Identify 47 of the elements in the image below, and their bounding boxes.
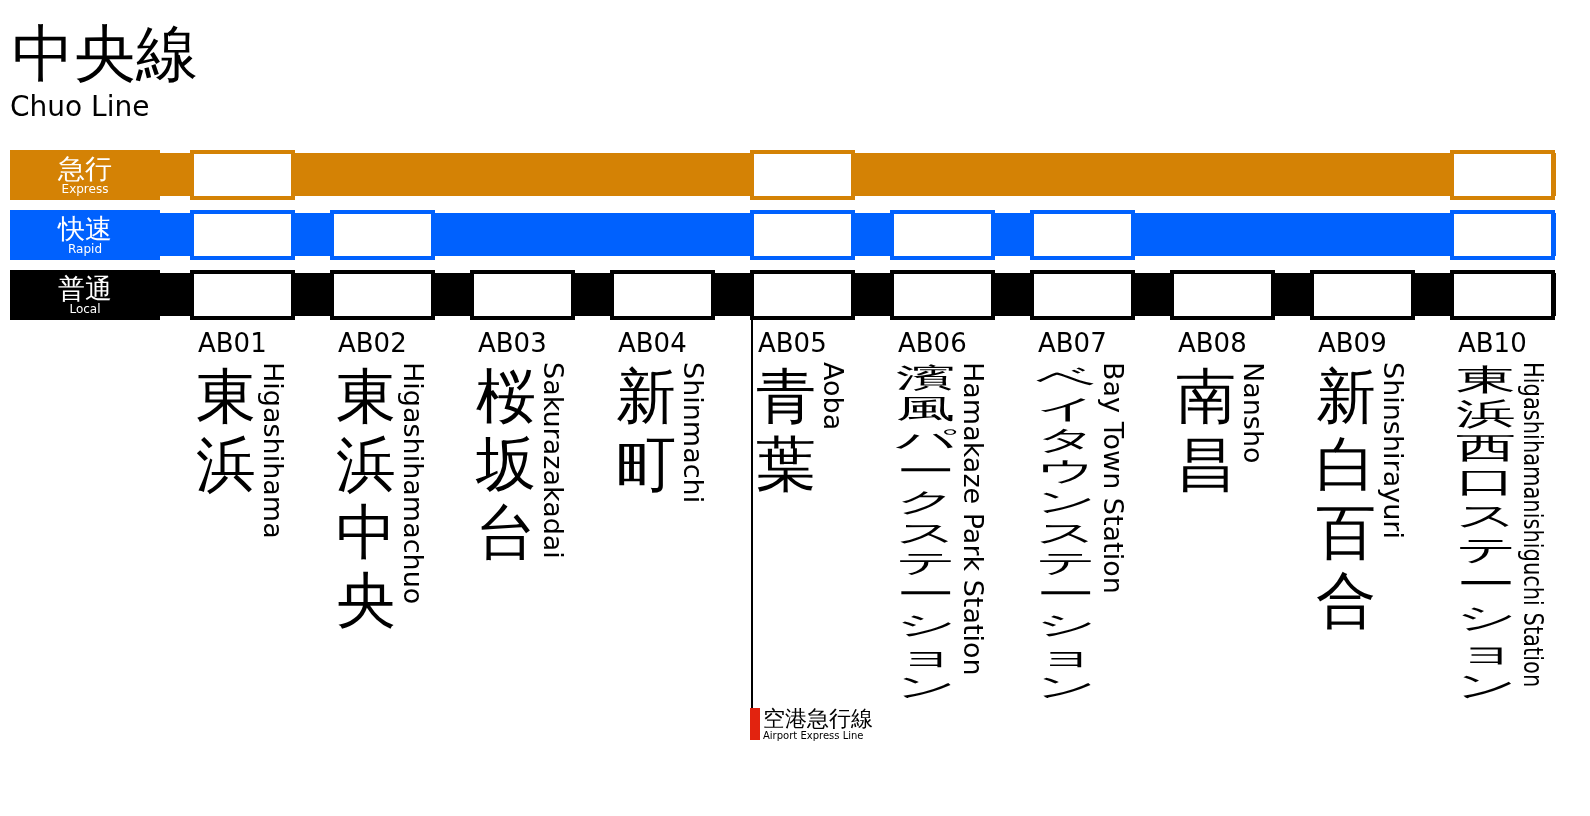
stop-box — [1450, 150, 1555, 200]
service-name-english: Express — [61, 183, 109, 195]
station-name-romaji: Bay Town Station — [1099, 362, 1128, 594]
station-name: 青葉 — [755, 362, 817, 498]
station-name-romaji: Higashihama — [259, 362, 288, 539]
station-name-romaji: Hamakaze Park Station — [959, 362, 988, 676]
connecting-line-name-english: Airport Express Line — [763, 731, 864, 741]
page-title: 中央線 — [12, 20, 198, 89]
stop-box — [1450, 210, 1555, 260]
connector-line — [751, 319, 753, 709]
connecting-line-name: 空港急行線 — [763, 708, 873, 730]
station-number: AB03 — [478, 330, 547, 356]
station-name-romaji: Aoba — [819, 362, 848, 431]
station-number: AB05 — [758, 330, 827, 356]
service-name: 普通 — [58, 275, 112, 302]
station-number: AB01 — [198, 330, 267, 356]
station-name: ベイタウンステーション — [1034, 362, 1098, 702]
station-number: AB07 — [1038, 330, 1107, 356]
service-name-english: Rapid — [68, 243, 102, 255]
station-name-romaji: Higashihamanishiguchi Station — [1519, 362, 1548, 688]
service-band — [10, 150, 1556, 200]
station-name: 南昌 — [1175, 362, 1237, 498]
station-name-romaji: Shinshirayuri — [1379, 362, 1408, 539]
station-name-romaji: Higashihamachuo — [399, 362, 428, 605]
service-name: 急行 — [58, 155, 112, 182]
station-number: AB08 — [1178, 330, 1247, 356]
station-name: 新白百合 — [1315, 362, 1377, 634]
station-name: 東浜西口ステーション — [1454, 362, 1518, 702]
station-name: 新町 — [615, 362, 677, 498]
station-number: AB06 — [898, 330, 967, 356]
service-band — [10, 210, 1556, 260]
service-name: 快速 — [58, 215, 112, 242]
station-number: AB02 — [338, 330, 407, 356]
station-name: 桜坂台 — [475, 362, 537, 566]
station-name-romaji: Shinmachi — [679, 362, 708, 504]
subtitle: Chuo Line — [10, 92, 150, 123]
station-number: AB04 — [618, 330, 687, 356]
station-number: AB10 — [1458, 330, 1527, 356]
station-name-romaji: Nansho — [1239, 362, 1268, 464]
station-name: 東浜 — [195, 362, 257, 498]
station-name-romaji: Sakurazakadai — [539, 362, 568, 559]
service-band — [10, 270, 1556, 320]
station-name: 東浜中央 — [335, 362, 397, 634]
stop-box — [1450, 270, 1555, 320]
service-name-english: Local — [69, 303, 101, 315]
station-name: 濱風パークステーション — [894, 362, 958, 702]
station-number: AB09 — [1318, 330, 1387, 356]
